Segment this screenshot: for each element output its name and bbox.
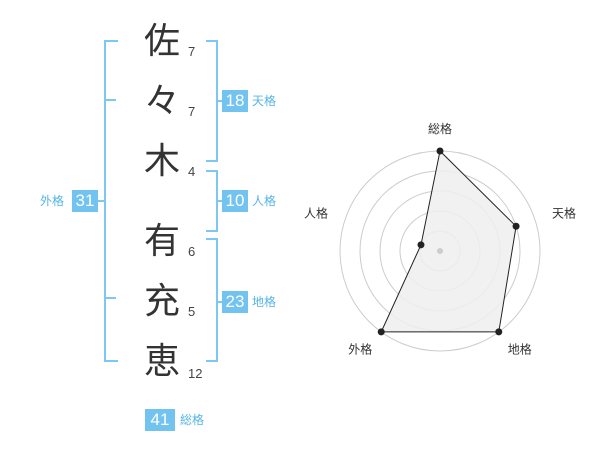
name-char-3: 木 (143, 141, 180, 182)
tenkaku-label: 天格 (252, 94, 277, 108)
radar-axis-label-3: 地格 (508, 342, 532, 357)
radar-point-3 (495, 328, 503, 336)
gaikaku-connector (96, 200, 104, 202)
radar-axis-label-1: 総格 (428, 121, 452, 136)
name-char-5: 充 (143, 281, 180, 322)
jinkaku-connector (216, 200, 222, 202)
radar-point-1 (436, 147, 444, 155)
gaikaku-label: 外格 (40, 194, 65, 208)
stroke-count-6: 12 (188, 366, 203, 381)
tenkaku-connector (216, 100, 222, 102)
tenkaku-value: 18 (222, 90, 248, 112)
radar-point-4 (377, 328, 385, 336)
stroke-count-5: 5 (188, 304, 196, 319)
radar-axis-label-2: 天格 (552, 205, 576, 220)
stroke-count-1: 7 (188, 44, 196, 59)
radar-data-area (380, 149, 517, 333)
name-char-2: 々 (143, 81, 180, 122)
jinkaku-label: 人格 (252, 194, 277, 208)
radar-axis-label-5: 人格 (304, 205, 328, 220)
stroke-count-3: 4 (188, 164, 196, 179)
soukaku-value: 41 (145, 409, 175, 431)
jinkaku-value: 10 (222, 190, 248, 212)
gaikaku-tick-upper (104, 99, 116, 101)
name-char-1: 佐 (143, 21, 180, 62)
radar-point-2 (512, 222, 520, 230)
gaikaku-bracket (104, 40, 118, 362)
soukaku-label: 総格 (180, 413, 205, 427)
gaikaku-value: 31 (72, 190, 98, 212)
chikaku-bracket (206, 238, 218, 362)
chikaku-label: 地格 (252, 295, 277, 309)
name-char-6: 恵 (143, 341, 180, 382)
chikaku-value: 23 (222, 291, 248, 313)
name-char-4: 有 (143, 221, 180, 262)
chikaku-connector (216, 301, 222, 303)
stroke-count-4: 6 (188, 244, 196, 259)
radar-axis-label-4: 外格 (348, 342, 372, 357)
stroke-count-2: 7 (188, 104, 196, 119)
gaikaku-tick-lower (104, 297, 116, 299)
radar-point-5 (417, 241, 425, 249)
radar-center-dot (437, 248, 443, 254)
